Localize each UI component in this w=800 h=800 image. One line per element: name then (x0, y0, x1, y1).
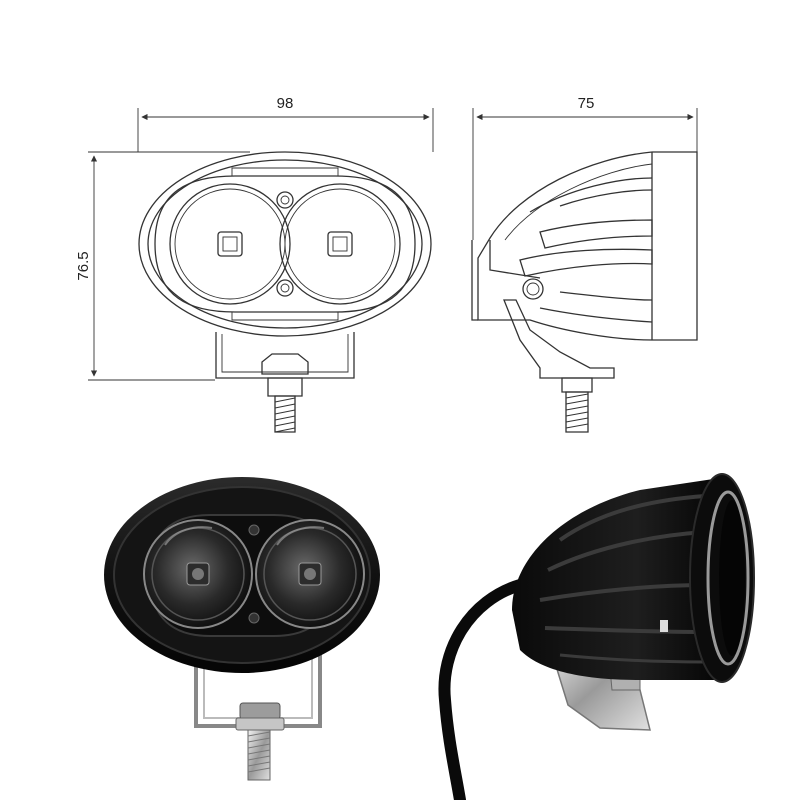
side-photo-view (438, 473, 755, 800)
depth-dimension: 75 (472, 95, 698, 240)
front-drawing-view: 98 76.5 (75, 95, 434, 433)
front-photo-view (104, 477, 380, 781)
front-bracket (215, 332, 355, 433)
side-housing-outline (471, 151, 698, 433)
height-dimension-label: 76.5 (75, 251, 92, 280)
photo-side-housing (512, 478, 720, 680)
front-lenses (169, 183, 401, 305)
height-dimension: 76.5 (75, 151, 250, 381)
depth-dimension-label: 75 (578, 95, 595, 112)
side-drawing-view: 75 (471, 95, 698, 433)
width-dimension-label: 98 (277, 95, 294, 112)
width-dimension: 98 (137, 95, 434, 152)
photo-front-lenses (143, 519, 365, 629)
photo-front-bracket (194, 640, 322, 781)
power-cable (438, 579, 526, 800)
front-housing-outline (138, 151, 432, 337)
